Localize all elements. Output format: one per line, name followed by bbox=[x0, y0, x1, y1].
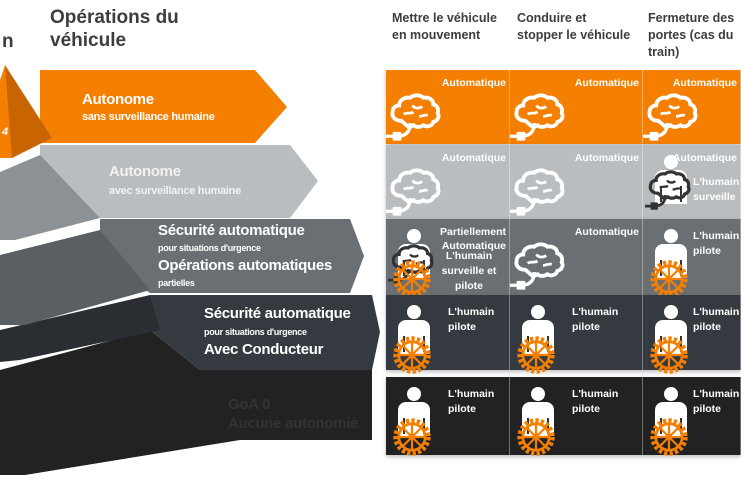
level-3-sub: avec surveillance humaine bbox=[109, 185, 241, 197]
matrix-cell: L'humain pilote bbox=[510, 377, 643, 455]
page-title: Opérations du véhicule bbox=[50, 7, 179, 51]
cell-text: L'humain pilote bbox=[448, 306, 495, 333]
matrix-cell: Automatique bbox=[643, 70, 741, 144]
cell-text: L'humain pilote bbox=[448, 388, 495, 415]
level-2-band bbox=[100, 219, 364, 293]
level-3-main: Autonome bbox=[109, 163, 181, 180]
column-header-drive: Conduire et stopper le véhicule bbox=[517, 11, 631, 42]
cell-subtext: L'humain surveille bbox=[693, 176, 740, 203]
cell-text: Automatique bbox=[574, 77, 639, 89]
cell-text: L'humain pilote bbox=[572, 388, 619, 415]
matrix-row: Automatique Automatique Automatique bbox=[386, 70, 741, 144]
matrix-cell: Automatique bbox=[386, 145, 510, 219]
matrix-cell: L'humain pilote bbox=[510, 295, 643, 370]
level-1-band bbox=[150, 295, 380, 370]
cell-text: Automatique bbox=[574, 152, 639, 164]
level-4-main: Autonome bbox=[82, 91, 154, 108]
cell-subtext: L'humain surveille et pilote bbox=[441, 250, 497, 292]
level-0-main: GoA 0 bbox=[228, 396, 271, 413]
matrix-cell: Automatique bbox=[386, 70, 510, 144]
apex-label: 4 bbox=[1, 126, 8, 138]
level-2-sub: pour situations d'urgence bbox=[158, 243, 261, 253]
column-header-start: Mettre le véhicule en mouvement bbox=[392, 11, 497, 42]
cell-text: L'humain pilote bbox=[693, 230, 740, 257]
level-0-band bbox=[0, 330, 372, 475]
pyramid-level-1 bbox=[0, 295, 160, 362]
cell-text: Automatique bbox=[672, 77, 737, 89]
cell-text: Automatique bbox=[574, 226, 639, 238]
level-2-main: Sécurité automatique bbox=[158, 222, 305, 239]
cell-text: Partiellement Automatique bbox=[440, 226, 506, 252]
level-4-sub: sans surveillance humaine bbox=[82, 111, 215, 123]
matrix-cell: Automatique bbox=[510, 219, 643, 295]
level-4-band bbox=[40, 70, 287, 143]
pyramid-level-3 bbox=[0, 155, 100, 240]
matrix-cell: L'humain pilote bbox=[643, 377, 741, 455]
level-2-main2: Opérations automatiques bbox=[158, 257, 332, 274]
matrix-cell: L'humain pilote bbox=[386, 377, 510, 455]
pyramid-graphic: 4 bbox=[0, 65, 380, 475]
left-title-fragment: n bbox=[2, 31, 14, 52]
level-3-band bbox=[40, 145, 318, 218]
cell-text: Automatique bbox=[441, 152, 506, 164]
pyramid-level-2 bbox=[0, 230, 150, 325]
cell-text: L'humain pilote bbox=[572, 306, 619, 333]
matrix-row: L'humain pilote L'humain pilote L'humain p… bbox=[386, 295, 741, 370]
level-1-main: Sécurité automatique bbox=[204, 305, 351, 322]
pyramid-apex bbox=[0, 65, 52, 158]
level-2-sub2: partielles bbox=[158, 278, 195, 288]
matrix-cell: L'humain pilote bbox=[386, 295, 510, 370]
matrix-cell: Automatique bbox=[510, 145, 643, 219]
cell-text: L'humain pilote bbox=[693, 388, 740, 415]
level-1-main2: Avec Conducteur bbox=[204, 341, 324, 358]
matrix-cell: L'humain pilote bbox=[643, 219, 741, 295]
matrix-row: L'humain pilote L'humain pilote L'humain p… bbox=[386, 377, 741, 455]
matrix-cell: L'humain pilote bbox=[643, 295, 741, 370]
cell-text: Automatique bbox=[441, 77, 506, 89]
cell-text: Automatique bbox=[672, 152, 737, 164]
cell-text: L'humain pilote bbox=[693, 306, 740, 333]
column-header-doors: Fermeture des portes (cas du train) bbox=[648, 11, 735, 59]
level-0-main2: Aucune autonomie bbox=[228, 415, 359, 432]
matrix-cell: Automatique bbox=[510, 70, 643, 144]
level-1-sub: pour situations d'urgence bbox=[204, 327, 307, 337]
